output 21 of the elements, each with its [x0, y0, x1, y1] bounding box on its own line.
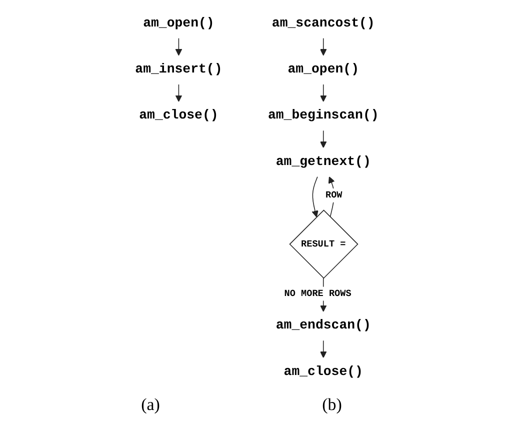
arrow — [319, 37, 326, 56]
arrow — [311, 176, 318, 217]
arrow — [174, 37, 182, 56]
node-text: am_getnext() — [275, 154, 370, 169]
node-text: am_close() — [283, 364, 362, 379]
edge-label: NO MORE ROWS — [284, 288, 351, 299]
node-text: am_beginscan() — [267, 108, 378, 123]
edge-label: ROW — [325, 189, 342, 200]
node-text: am_scancost() — [271, 16, 374, 30]
node-text: am_open() — [287, 62, 359, 77]
arrow — [319, 130, 326, 148]
node-text: am_endscan() — [275, 318, 370, 333]
subfigure-label: (b) — [322, 395, 342, 415]
arrow — [319, 84, 326, 102]
node-diamond: RESULT = — [288, 209, 358, 278]
subfigure-label: (a) — [141, 395, 160, 415]
node-text: am_open() — [142, 16, 214, 30]
node-text: am_close() — [138, 108, 218, 123]
arrow — [174, 84, 182, 102]
arrow — [319, 340, 326, 358]
node-text: am_insert() — [134, 62, 222, 77]
